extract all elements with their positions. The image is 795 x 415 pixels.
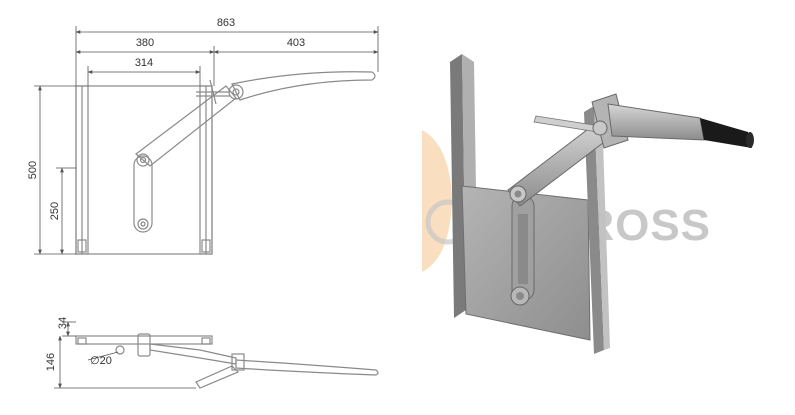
render-left-rail-side	[450, 54, 466, 318]
side-pivot	[231, 353, 245, 371]
dim-total-width: 863	[217, 17, 235, 29]
front-dimensions	[34, 26, 379, 255]
side-dimensions	[54, 321, 196, 389]
dim-diameter: ∅20	[90, 355, 112, 367]
watermark-orange-shape	[422, 130, 452, 272]
dim-half-height: 250	[49, 202, 61, 220]
dim-top-thickness: 34	[57, 317, 69, 329]
front-view	[75, 71, 376, 255]
side-pin	[195, 365, 240, 389]
render-pivot-bolt	[592, 120, 608, 136]
render-handle-grip	[700, 118, 752, 148]
front-lever-arm	[135, 85, 237, 167]
front-middle-bolt	[136, 153, 150, 167]
side-handle	[235, 359, 379, 376]
dim-side-height: 146	[45, 353, 57, 371]
dim-height: 500	[27, 161, 39, 179]
side-lever-arm	[149, 343, 237, 365]
front-handle	[231, 71, 376, 101]
front-bottom-bolt	[137, 218, 149, 230]
side-plate	[75, 335, 213, 345]
front-link-bar	[133, 155, 153, 233]
side-view	[75, 333, 379, 389]
side-bolt-head	[137, 333, 151, 357]
dim-left-width: 380	[136, 37, 154, 49]
dim-inner-width: 314	[135, 57, 153, 69]
render-handle-bar	[607, 103, 705, 141]
render-right-rail	[584, 106, 604, 354]
dim-right-width: 403	[287, 37, 305, 49]
render-3d	[450, 54, 754, 354]
